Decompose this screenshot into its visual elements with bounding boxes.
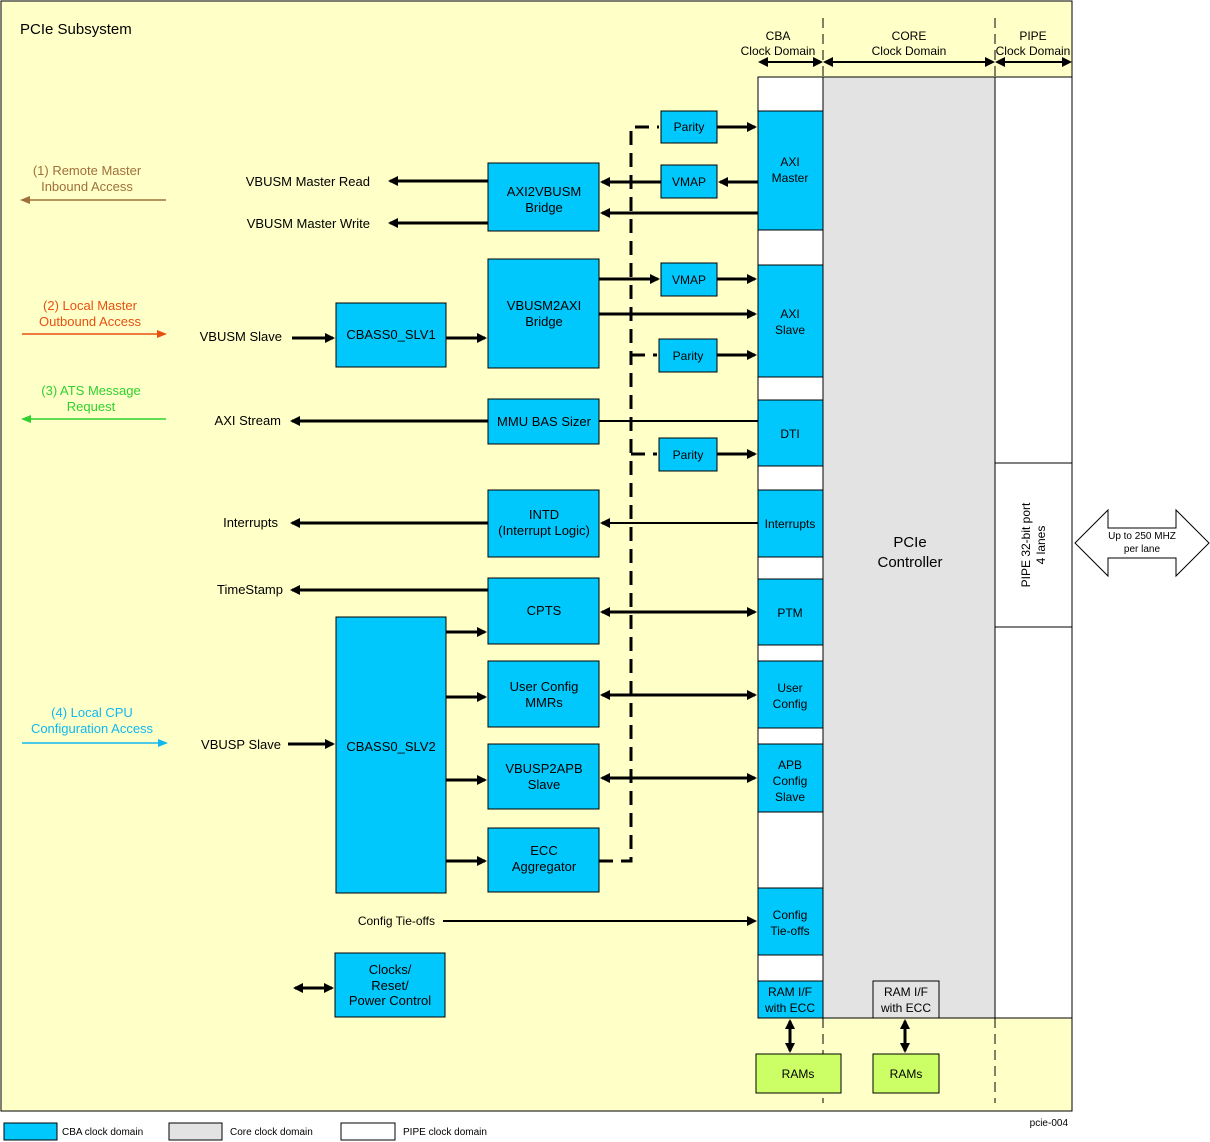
svg-text:VMAP: VMAP: [672, 273, 706, 287]
ecc-parity-bus: [599, 125, 659, 863]
svg-text:Parity: Parity: [673, 448, 704, 462]
vbusp2apb-block: [487, 743, 600, 810]
svg-text:RAMs: RAMs: [890, 1067, 923, 1081]
vbusm2axi-bridge: [487, 258, 600, 369]
pipe-speed-arrow: [1074, 508, 1210, 578]
svg-text:Parity: Parity: [674, 120, 705, 134]
svg-text:PTM: PTM: [777, 606, 802, 620]
parity-block-2: [658, 338, 718, 373]
svg-text:CBASS0_SLV1: CBASS0_SLV1: [346, 327, 435, 342]
svg-text:DTI: DTI: [780, 427, 799, 441]
signal-axi-stream: AXI Stream: [215, 413, 281, 428]
intd-block: [487, 489, 600, 558]
svg-text:CPTS: CPTS: [527, 603, 562, 618]
port-dti: [757, 399, 824, 467]
signal-timestamp: TimeStamp: [217, 582, 283, 597]
figure-id: pcie-004: [1030, 1118, 1069, 1129]
svg-text:Clocks/Reset/Power Control: Clocks/Reset/Power Control: [349, 962, 431, 1008]
legend-core-swatch: [168, 1122, 223, 1141]
legend-pipe-swatch: [340, 1122, 396, 1141]
svg-text:MMU BAS Sizer: MMU BAS Sizer: [497, 414, 592, 429]
page-title: PCIe Subsystem: [20, 21, 132, 38]
clocks-reset-power-block: [334, 952, 446, 1018]
legend-core-label: Core clock domain: [230, 1127, 313, 1138]
port-ptm: [757, 578, 824, 646]
axi2vbusm-bridge: [487, 162, 600, 232]
svg-text:Interrupts: Interrupts: [765, 517, 816, 531]
svg-text:CBASS0_SLV2: CBASS0_SLV2: [346, 739, 435, 754]
svg-text:VMAP: VMAP: [672, 175, 706, 189]
legend-cba-label: CBA clock domain: [62, 1127, 143, 1138]
signal-master-write: VBUSM Master Write: [247, 216, 370, 231]
legend-cba-swatch: [3, 1122, 58, 1141]
core-domain-column: [822, 76, 996, 1019]
port-ram-if-cba: [757, 980, 824, 1019]
parity-block-3: [658, 437, 718, 472]
port-user-config: [757, 660, 824, 729]
parity-block-1: [660, 110, 718, 144]
port-ram-if-core: [872, 980, 940, 1019]
legend-pipe-label: PIPE clock domain: [403, 1127, 487, 1138]
svg-text:RAMs: RAMs: [782, 1067, 815, 1081]
vmap-block-1: [660, 164, 718, 199]
pipe-port-label: PIPE 32-bit port4 lanes: [1019, 502, 1048, 587]
pipe-domain-column: [994, 76, 1073, 1019]
port-config-tieoffs: [757, 887, 824, 956]
ecc-aggregator-block: [487, 827, 600, 893]
signal-interrupts: Interrupts: [223, 515, 278, 530]
rams-core: [872, 1053, 940, 1094]
signal-config-tieoffs: Config Tie-offs: [358, 914, 435, 928]
signal-vbusp-slave: VBUSP Slave: [201, 737, 281, 752]
user-config-mmrs-block: [487, 660, 600, 728]
vmap-block-2: [660, 262, 718, 297]
signal-master-read: VBUSM Master Read: [246, 174, 370, 189]
port-apb-config-slave: [757, 743, 824, 813]
signal-vbusm-slave: VBUSM Slave: [200, 329, 282, 344]
port-axi-master: [757, 110, 824, 231]
svg-text:Parity: Parity: [673, 349, 704, 363]
cbass0-slv1-block: [335, 302, 447, 368]
rams-cba: [755, 1053, 842, 1094]
port-axi-slave: [757, 264, 824, 378]
cpts-block: [487, 577, 600, 645]
svg-text:INTD(Interrupt Logic): INTD(Interrupt Logic): [498, 507, 590, 538]
mmu-bas-sizer-block: [487, 398, 600, 445]
cbass0-slv2-block: [335, 616, 447, 894]
